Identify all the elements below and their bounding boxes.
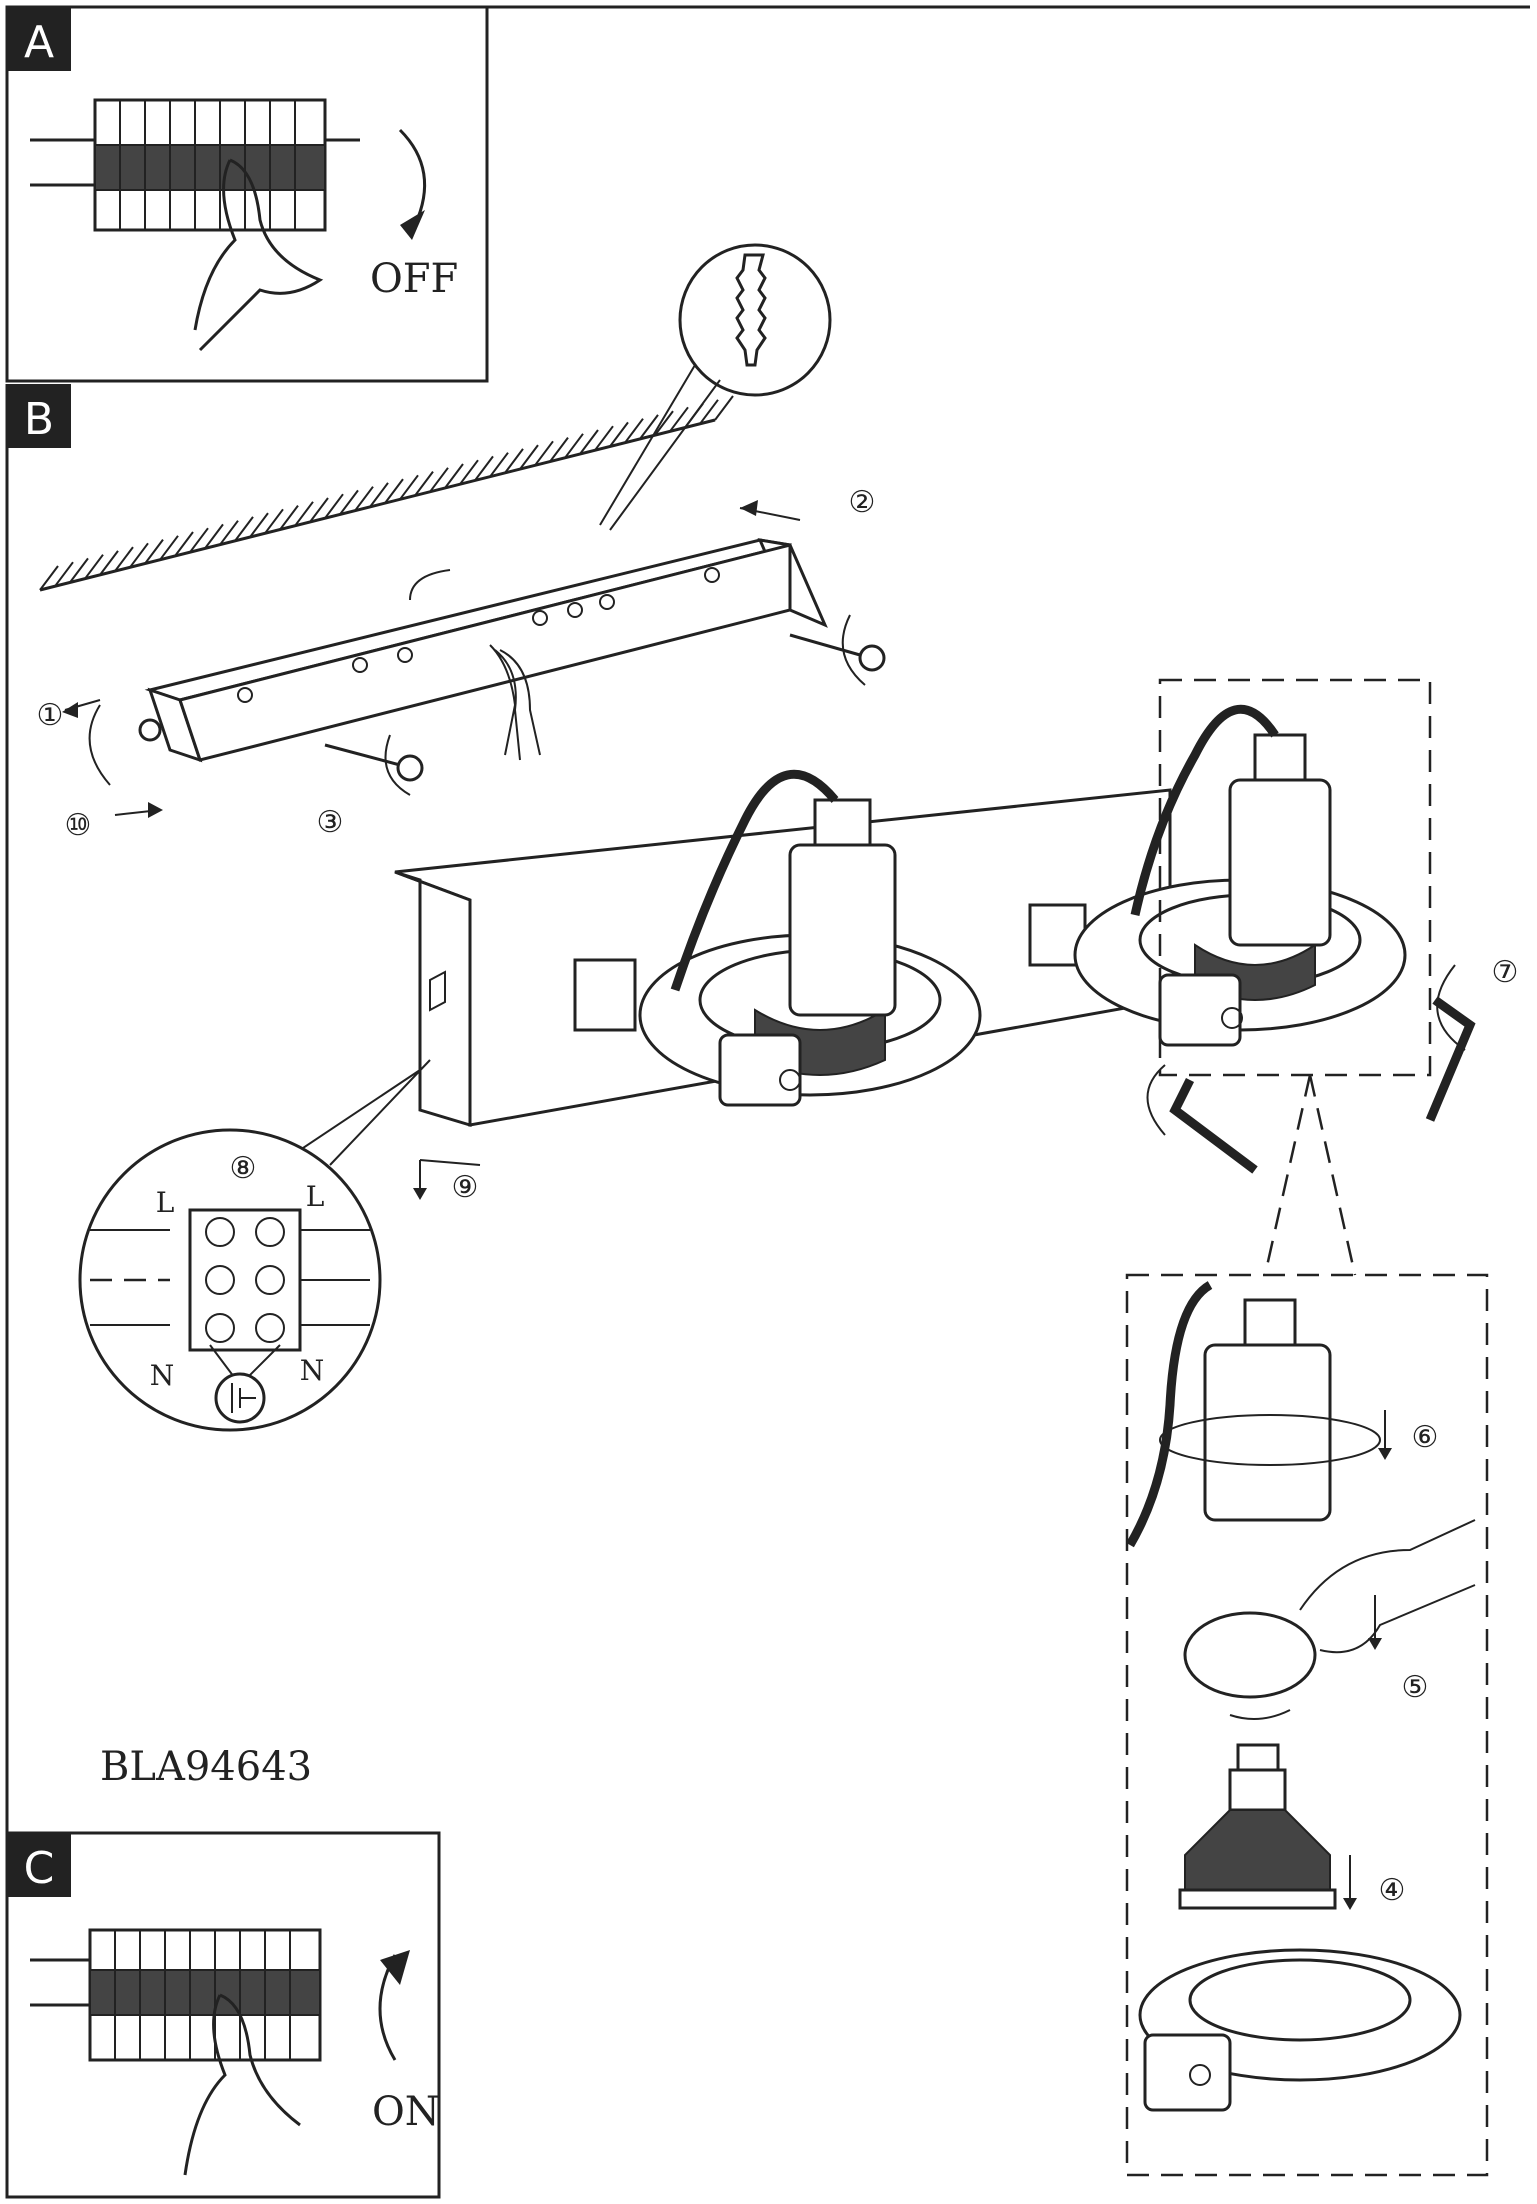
anchor-callout-leader <box>599 364 721 531</box>
detail-hand <box>1299 1519 1476 1654</box>
model-number: BLA94643 <box>100 1744 312 1790</box>
step-2-label: ② <box>849 485 876 520</box>
terminal-block-callout <box>78 1059 431 1432</box>
circuit-breaker-icon-c <box>30 1928 322 2062</box>
retaining-ring-icon <box>1183 1519 1476 1720</box>
panel-c-frame <box>5 1831 441 2199</box>
detail-socket <box>1138 1948 1462 2112</box>
section-c-badge <box>7 1833 71 1897</box>
step-3-label: ③ <box>317 805 344 840</box>
section-b-label: B <box>24 394 54 445</box>
step-9-label: ⑨ <box>452 1170 479 1205</box>
left-cable <box>670 769 839 992</box>
left-spotlight <box>573 769 982 1107</box>
allen-rotate-left <box>1146 1064 1166 1136</box>
step-10-label: ⑩ <box>65 808 92 843</box>
panel-a: A OFF <box>5 5 489 383</box>
panel-a-frame <box>5 5 489 383</box>
hand-icon <box>193 158 324 352</box>
on-arrowhead <box>380 1950 410 1985</box>
allen-key-icon <box>1169 1077 1258 1174</box>
detail-focus-frame <box>1158 678 1432 1077</box>
live-right-label: L <box>306 1180 325 1213</box>
step-9-bracket <box>419 1159 481 1166</box>
gu10-bulb <box>1178 1743 1357 1910</box>
right-spotlight <box>1028 704 1407 1047</box>
screw-rotate-arrow-right <box>841 614 866 686</box>
detail-lamp-holder <box>1126 1281 1392 1548</box>
neutral-left-label: N <box>150 1359 175 1392</box>
screw-icon <box>138 633 886 782</box>
right-cable <box>1130 704 1279 916</box>
on-label: ON <box>372 2089 440 2135</box>
allen-key-right <box>1425 996 1476 1122</box>
live-left-label: L <box>156 1186 175 1219</box>
supply-wires <box>489 644 541 761</box>
section-c-label: C <box>24 1843 55 1894</box>
circuit-breaker-icon <box>30 98 360 232</box>
panel-b: B <box>5 5 1530 2190</box>
lamp-change-detail <box>1125 1273 1489 2177</box>
step-8-label: ⑧ <box>230 1151 257 1186</box>
allen-rotate-right <box>1436 964 1466 1051</box>
step-1-label: ① <box>37 698 64 733</box>
neutral-right-label: N <box>300 1354 325 1387</box>
wall-plug-icon <box>735 253 767 367</box>
section-a-label: A <box>24 17 54 68</box>
section-a-badge <box>7 7 71 71</box>
off-arrowhead <box>400 210 425 240</box>
earth-ground-icon <box>214 1372 266 1424</box>
step-6-label: ⑥ <box>1412 1420 1439 1455</box>
step-4-label: ④ <box>1379 1873 1406 1908</box>
step-5-label: ⑤ <box>1402 1670 1429 1705</box>
screw-rotate-arrow-left <box>384 734 411 796</box>
ceiling-surface <box>39 395 734 592</box>
mounting-bracket <box>144 538 828 763</box>
step-7-label: ⑦ <box>1492 955 1519 990</box>
off-arrow <box>398 128 427 226</box>
lamp-holder-icon <box>788 843 897 1017</box>
nut-rotate-arrow <box>88 704 111 786</box>
section-b-badge <box>7 384 71 448</box>
wall-rod <box>409 569 451 601</box>
off-label: OFF <box>370 256 458 302</box>
panel-c: C ON <box>5 1831 441 2199</box>
hand-icon-c <box>183 1993 301 2176</box>
